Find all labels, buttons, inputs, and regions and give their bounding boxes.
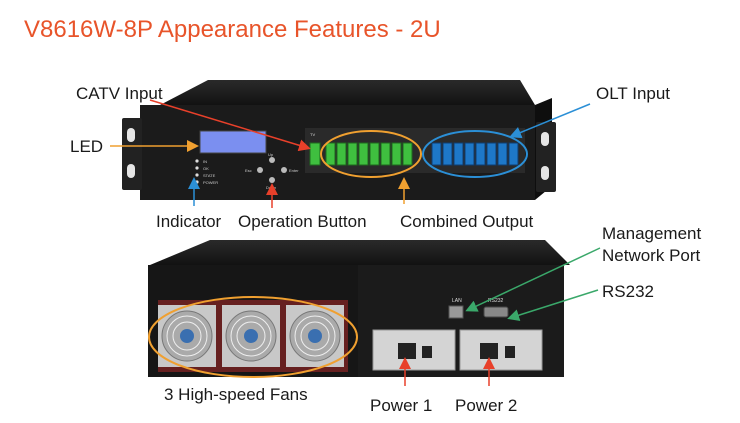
olt-input-highlight (422, 130, 528, 178)
management-label-line2: Network Port (602, 246, 701, 265)
rs232-label: RS232 (602, 282, 654, 301)
management-label-line1: Management (602, 224, 702, 243)
svg-text:Down: Down (266, 185, 276, 190)
enter-button[interactable] (281, 167, 287, 173)
page-title: V8616W-8P Appearance Features - 2U (24, 16, 441, 43)
down-button[interactable] (269, 177, 275, 183)
lcd-screen (199, 130, 267, 154)
combined-output-highlight (320, 130, 422, 178)
combined-output-ports (325, 142, 413, 166)
operation-button-label: Operation Button (238, 212, 367, 231)
management-port-arrow (465, 247, 601, 312)
power-module-1 (372, 329, 456, 371)
lan-port[interactable] (448, 305, 464, 319)
power2-label: Power 2 (455, 396, 518, 415)
svg-text:Up: Up (268, 152, 274, 157)
up-button[interactable] (269, 157, 275, 163)
indicator-label-in: IN (203, 159, 207, 164)
led-label: LED (70, 137, 104, 156)
tv-port-label: TV (310, 132, 315, 137)
lan-panel-label: LAN (452, 298, 462, 304)
cooling-fans (158, 305, 344, 367)
rs232-arrow (507, 289, 599, 321)
power-module-2 (459, 329, 543, 371)
indicator-label-ok: OK (203, 166, 209, 171)
rs232-panel-label: RS232 (488, 298, 504, 304)
olt-input-ports (431, 142, 519, 166)
svg-text:Esc: Esc (245, 168, 252, 173)
combined-output-label: Combined Output (400, 212, 534, 231)
catv-input-arrow (149, 99, 311, 152)
indicator-label: Indicator (156, 212, 222, 231)
power1-label: Power 1 (370, 396, 433, 415)
svg-text:Enter: Enter (289, 168, 299, 173)
indicator-label-power: POWER (203, 180, 218, 185)
indicator-label-state: STATE (203, 173, 216, 178)
fans-label: 3 High-speed Fans (164, 385, 308, 404)
catv-input-label: CATV Input (76, 84, 163, 103)
esc-button[interactable] (257, 167, 263, 173)
olt-input-label: OLT Input (596, 84, 671, 103)
fans-highlight (148, 296, 358, 378)
rs232-port[interactable] (483, 306, 509, 318)
olt-input-arrow (509, 103, 591, 139)
catv-port[interactable] (309, 142, 321, 166)
